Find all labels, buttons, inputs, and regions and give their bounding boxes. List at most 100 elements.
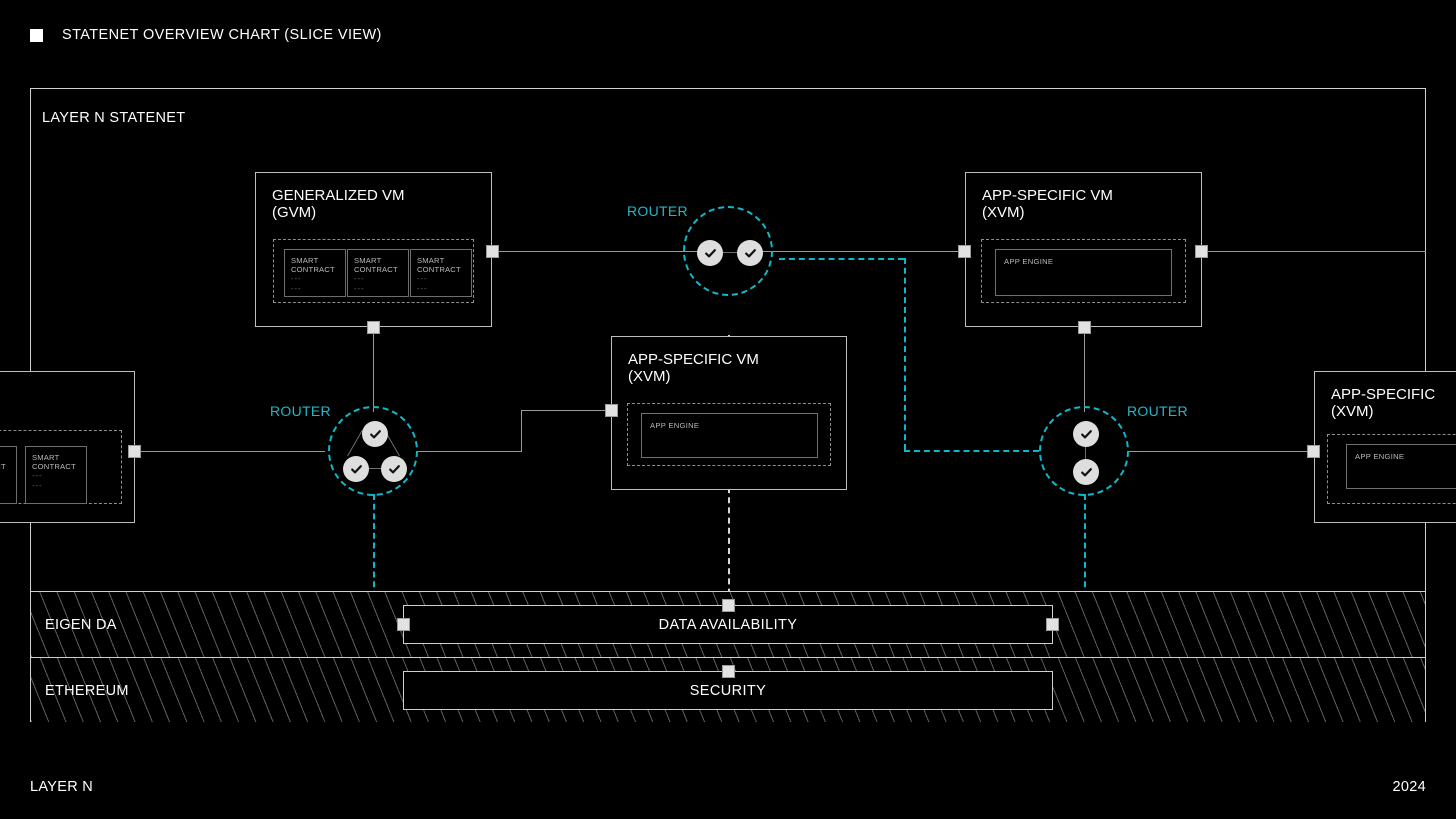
check-icon [388,464,400,473]
smart-contract-label: SMART CONTRACT [354,256,398,275]
contract-dots-2: --- [0,481,10,490]
chart-header: STATENET OVERVIEW CHART (SLICE VIEW) [30,27,382,43]
gvm-title: GENERALIZED VM (GVM) [272,187,405,221]
handle-right-box-west[interactable] [1307,445,1320,458]
contracts-group [273,239,474,303]
engine-group-right [1327,434,1456,504]
contract-dots-1: --- [291,274,302,284]
connector-top-router-to-xvm-top [748,251,970,252]
validator-node-top-2[interactable] [737,240,763,266]
gvm-title-line1: GENERALIZED VM [272,187,405,204]
contract-dots-2: --- [32,480,43,490]
handle-security-north[interactable] [722,665,735,678]
xvm-mid-title: APP-SPECIFIC VM (XVM) [628,351,759,385]
smart-contract-label: SMART CONTRACT [291,256,335,275]
band-label-ethereum: ETHEREUM [45,683,129,699]
handle-da-east[interactable] [1046,618,1059,631]
cyan-path-right-router-to-da-v [1084,494,1086,626]
handle-gvm-east[interactable] [486,245,499,258]
contract-dots-2: --- [417,283,428,293]
handle-da-north[interactable] [722,599,735,612]
check-icon [1080,467,1092,476]
connector-left-router-step-h2 [521,410,611,411]
contract-dots-1: --- [0,471,10,480]
handle-gvm-south[interactable] [367,321,380,334]
validator-node-top-1[interactable] [697,240,723,266]
validator-node-right-2[interactable] [1073,459,1099,485]
handle-xvm-top-east[interactable] [1195,245,1208,258]
handle-left-box-east[interactable] [128,445,141,458]
check-icon [704,248,716,257]
contract-dots-2: --- [354,283,365,293]
connector-left-router-step-v [521,410,522,452]
smart-contract-label: SMART CONTRACT [417,256,461,275]
connector-gvm-to-left-router [373,327,374,412]
smart-contract-label: SMART CONTRACT [0,462,6,472]
footer-left: LAYER N [30,779,94,795]
xvm-mid-title-line1: APP-SPECIFIC VM [628,351,759,368]
contract-dots-1: --- [32,471,43,481]
handle-xvm-top-west[interactable] [958,245,971,258]
node-app-specific-vm-middle[interactable]: APP-SPECIFIC VM (XVM) APP ENGINE [611,336,847,490]
cyan-path-top-router-h1 [779,258,904,260]
node-app-specific-vm-top[interactable]: APP-SPECIFIC VM (XVM) APP ENGINE [965,172,1202,327]
router-label-right: ROUTER [1127,403,1188,419]
band-label-eigen-da: EIGEN DA [45,617,117,633]
router-left[interactable] [328,406,418,496]
smart-contract-1[interactable]: SMART CONTRACT --- --- [284,249,346,297]
validator-node-left-3[interactable] [381,456,407,482]
smart-contract-clipped-1[interactable]: SMART CONTRACT --- --- [0,446,17,504]
xvm-top-title-line1: APP-SPECIFIC VM [982,187,1113,204]
router-left-link-3 [356,468,394,469]
smart-contract-2[interactable]: SMART CONTRACT --- --- [347,249,409,297]
engine-group-middle [627,403,831,466]
page-title: STATENET OVERVIEW CHART (SLICE VIEW) [62,27,382,43]
connector-right-router-to-right-box [1129,451,1314,452]
cyan-path-top-router-h2 [904,450,1039,452]
validator-node-left-1[interactable] [362,421,388,447]
node-gvm-left-clipped[interactable]: SMART CONTRACT --- --- SMART CONTRACT --… [0,371,135,523]
router-top-link [711,252,749,253]
xvm-right-title: APP-SPECIFIC (XVM) [1331,386,1435,420]
connector-left-router-step-h1 [418,451,521,452]
validator-node-right-1[interactable] [1073,421,1099,447]
app-engine-middle[interactable]: APP ENGINE [641,413,818,458]
connector-xvm-top-to-right-edge [1201,251,1426,252]
frame-label: LAYER N STATENET [42,110,186,126]
validator-node-left-2[interactable] [343,456,369,482]
connector-xvm-top-to-right-router [1084,327,1085,412]
smart-contract-3[interactable]: SMART CONTRACT --- --- [410,249,472,297]
handle-xvm-mid-west[interactable] [605,404,618,417]
xvm-right-title-line1: APP-SPECIFIC [1331,386,1436,403]
connector-gvm-to-top-router [492,251,708,252]
check-icon [744,248,756,257]
footer-right: 2024 [1392,779,1426,795]
contract-dots-1: --- [354,274,365,284]
cyan-path-left-router-to-da-v [373,494,375,626]
xvm-top-title-line2: (XVM) [982,204,1025,221]
gvm-title-line2: (GVM) [272,204,317,221]
smart-contract-clipped-2[interactable]: SMART CONTRACT --- --- [25,446,87,504]
check-icon [350,464,362,473]
app-engine-right[interactable]: APP ENGINE [1346,444,1456,489]
router-label-top: ROUTER [627,203,688,219]
router-right[interactable] [1039,406,1129,496]
square-marker-icon [30,28,43,42]
xvm-top-title: APP-SPECIFIC VM (XVM) [982,187,1113,221]
handle-xvm-top-south[interactable] [1078,321,1091,334]
node-generalized-vm[interactable]: GENERALIZED VM (GVM) SMART CONTRACT --- … [255,172,492,327]
contract-dots-2: --- [291,283,302,293]
connector-left-box-to-left-router [135,451,325,452]
router-top[interactable] [683,206,773,296]
app-engine-top[interactable]: APP ENGINE [995,249,1172,296]
node-app-specific-vm-right-clipped[interactable]: APP-SPECIFIC (XVM) APP ENGINE [1314,371,1456,523]
router-label-left: ROUTER [270,403,331,419]
engine-group-top [981,239,1186,303]
contract-dots-1: --- [417,274,428,284]
router-right-link [1085,434,1086,472]
xvm-right-title-line2: (XVM) [1331,403,1374,420]
check-icon [369,429,381,438]
smart-contract-label: SMART CONTRACT [32,453,76,472]
handle-da-west[interactable] [397,618,410,631]
